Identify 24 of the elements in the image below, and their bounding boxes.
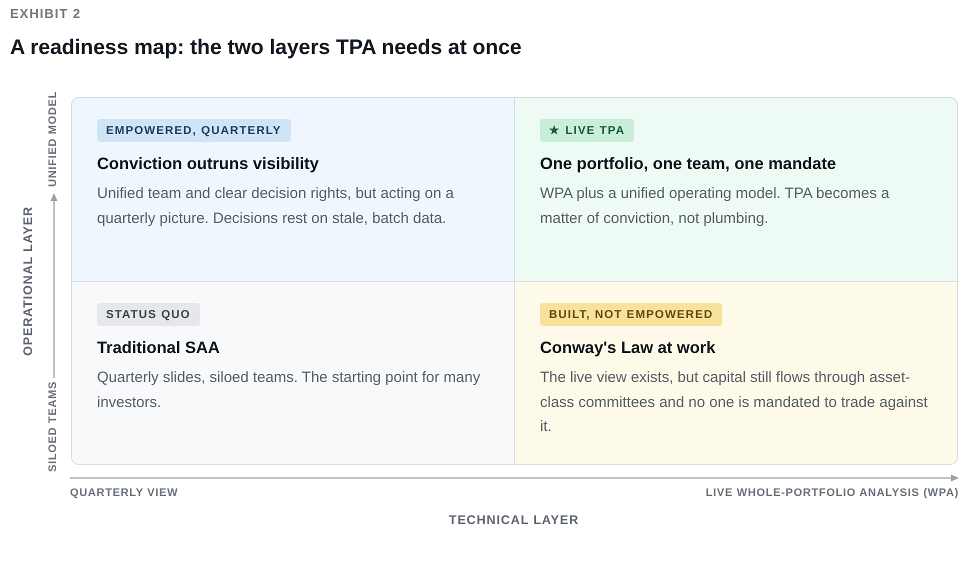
- quadrant-heading: One portfolio, one team, one mandate: [540, 155, 838, 174]
- quadrant-panel: [514, 281, 958, 465]
- status-tag: STATUS QUO: [97, 303, 200, 326]
- quadrant-panel: [71, 97, 515, 282]
- quadrant-description: Quarterly slides, siloed teams. The starting point for many investors.: [97, 368, 482, 412]
- quadrant-description: WPA plus a unified operating model. TPA becomes a matter of conviction, not plumbing.: [540, 184, 890, 228]
- axis-label: SILOED TEAMS: [47, 381, 59, 472]
- quadrant-description: Unified team and clear decision rights, but acting on a quarterly picture. Decisions rest on stale, batch data.: [97, 184, 455, 228]
- chart-title: A readiness map: the two layers TPA needs at once: [10, 36, 522, 60]
- axis-title: OPERATIONAL LAYER: [21, 206, 35, 356]
- quadrant-description: The live view exists, but capital still flows through asset-class committees and no one is mandated to trade against it.: [540, 368, 929, 437]
- quadrant-heading: Conway's Law at work: [540, 339, 716, 358]
- status-tag: EMPOWERED, QUARTERLY: [97, 119, 291, 142]
- quadrant-heading: Conviction outruns visibility: [97, 155, 320, 174]
- quadrant-panel: [514, 97, 958, 282]
- axis-title: TECHNICAL LAYER: [448, 513, 580, 527]
- axis-label: UNIFIED MODEL: [47, 91, 59, 187]
- status-tag: BUILT, NOT EMPOWERED: [540, 303, 722, 326]
- quadrant-panel: [71, 281, 515, 465]
- quadrant-heading: Traditional SAA: [97, 339, 221, 358]
- axis-label: QUARTERLY VIEW: [70, 487, 178, 499]
- status-tag: ★ LIVE TPA: [540, 119, 634, 142]
- exhibit-label: EXHIBIT 2: [10, 6, 82, 21]
- axis-label: LIVE WHOLE-PORTFOLIO ANALYSIS (WPA): [706, 487, 959, 499]
